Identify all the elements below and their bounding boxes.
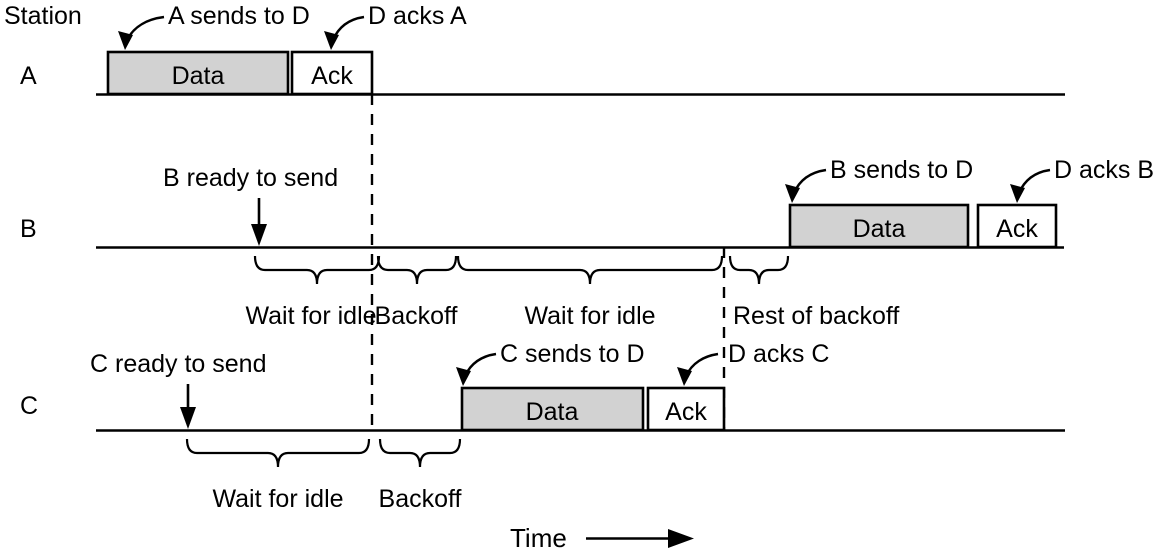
annotation-arrow-a-sends	[125, 15, 165, 41]
row-label-b: B	[20, 215, 37, 243]
annotation-a-sends-to-d: A sends to D	[168, 2, 310, 30]
annotation-d-acks-a: D acks A	[368, 2, 467, 30]
annotation-d-acks-c: D acks C	[728, 340, 829, 368]
brace-c-wait-for-idle	[185, 438, 371, 468]
brace-label-b-wait-for-idle-2: Wait for idle	[524, 302, 655, 330]
annotation-arrowhead-d-acks-a	[324, 31, 339, 50]
brace-b-backoff	[376, 255, 458, 285]
annotation-b-sends-to-d: B sends to D	[830, 156, 973, 184]
brace-label-b-rest-of-backoff: Rest of backoff	[733, 302, 899, 330]
annotation-c-sends-to-d: C sends to D	[500, 340, 645, 368]
annotation-arrowhead-c-sends	[456, 367, 471, 386]
frame-c-ack-label: Ack	[665, 398, 707, 426]
frame-a-ack	[290, 50, 374, 96]
annotation-arrowhead-d-acks-b	[1010, 184, 1025, 203]
annotation-arrowhead-b-ready	[251, 224, 267, 246]
brace-c-backoff	[378, 438, 462, 468]
annotation-arrowhead-a-sends	[118, 31, 133, 50]
annotation-arrowhead-b-sends	[785, 184, 800, 203]
annotation-d-acks-b: D acks B	[1054, 156, 1154, 184]
brace-b-rest-of-backoff	[728, 255, 790, 285]
station-axis-label: Station	[4, 2, 82, 30]
annotation-arrowhead-d-acks-c	[677, 367, 692, 386]
frame-a-data-label: Data	[172, 62, 225, 90]
brace-label-b-wait-for-idle: Wait for idle	[245, 302, 376, 330]
frame-b-data	[788, 203, 970, 249]
frame-b-ack-label: Ack	[996, 215, 1038, 243]
row-label-a: A	[20, 62, 37, 90]
time-axis-arrowhead	[668, 529, 694, 548]
frame-c-data-label: Data	[526, 398, 579, 426]
annotation-arrowhead-c-ready	[180, 407, 196, 429]
row-label-c: C	[20, 392, 38, 420]
frame-a-ack-label: Ack	[311, 62, 353, 90]
time-axis-label: Time	[510, 523, 567, 553]
brace-label-c-wait-for-idle: Wait for idle	[212, 485, 343, 513]
brace-b-wait-for-idle-2	[456, 255, 724, 285]
annotation-b-ready-to-send: B ready to send	[163, 164, 338, 192]
frame-c-data	[460, 386, 645, 432]
brace-label-b-backoff: Backoff	[375, 302, 458, 330]
annotation-c-ready-to-send: C ready to send	[90, 350, 267, 378]
brace-b-wait-for-idle	[253, 255, 381, 285]
frame-b-ack	[976, 203, 1058, 249]
frame-a-data	[106, 50, 290, 96]
brace-label-c-backoff: Backoff	[379, 485, 462, 513]
frame-c-ack	[646, 386, 726, 432]
frame-b-data-label: Data	[853, 215, 906, 243]
